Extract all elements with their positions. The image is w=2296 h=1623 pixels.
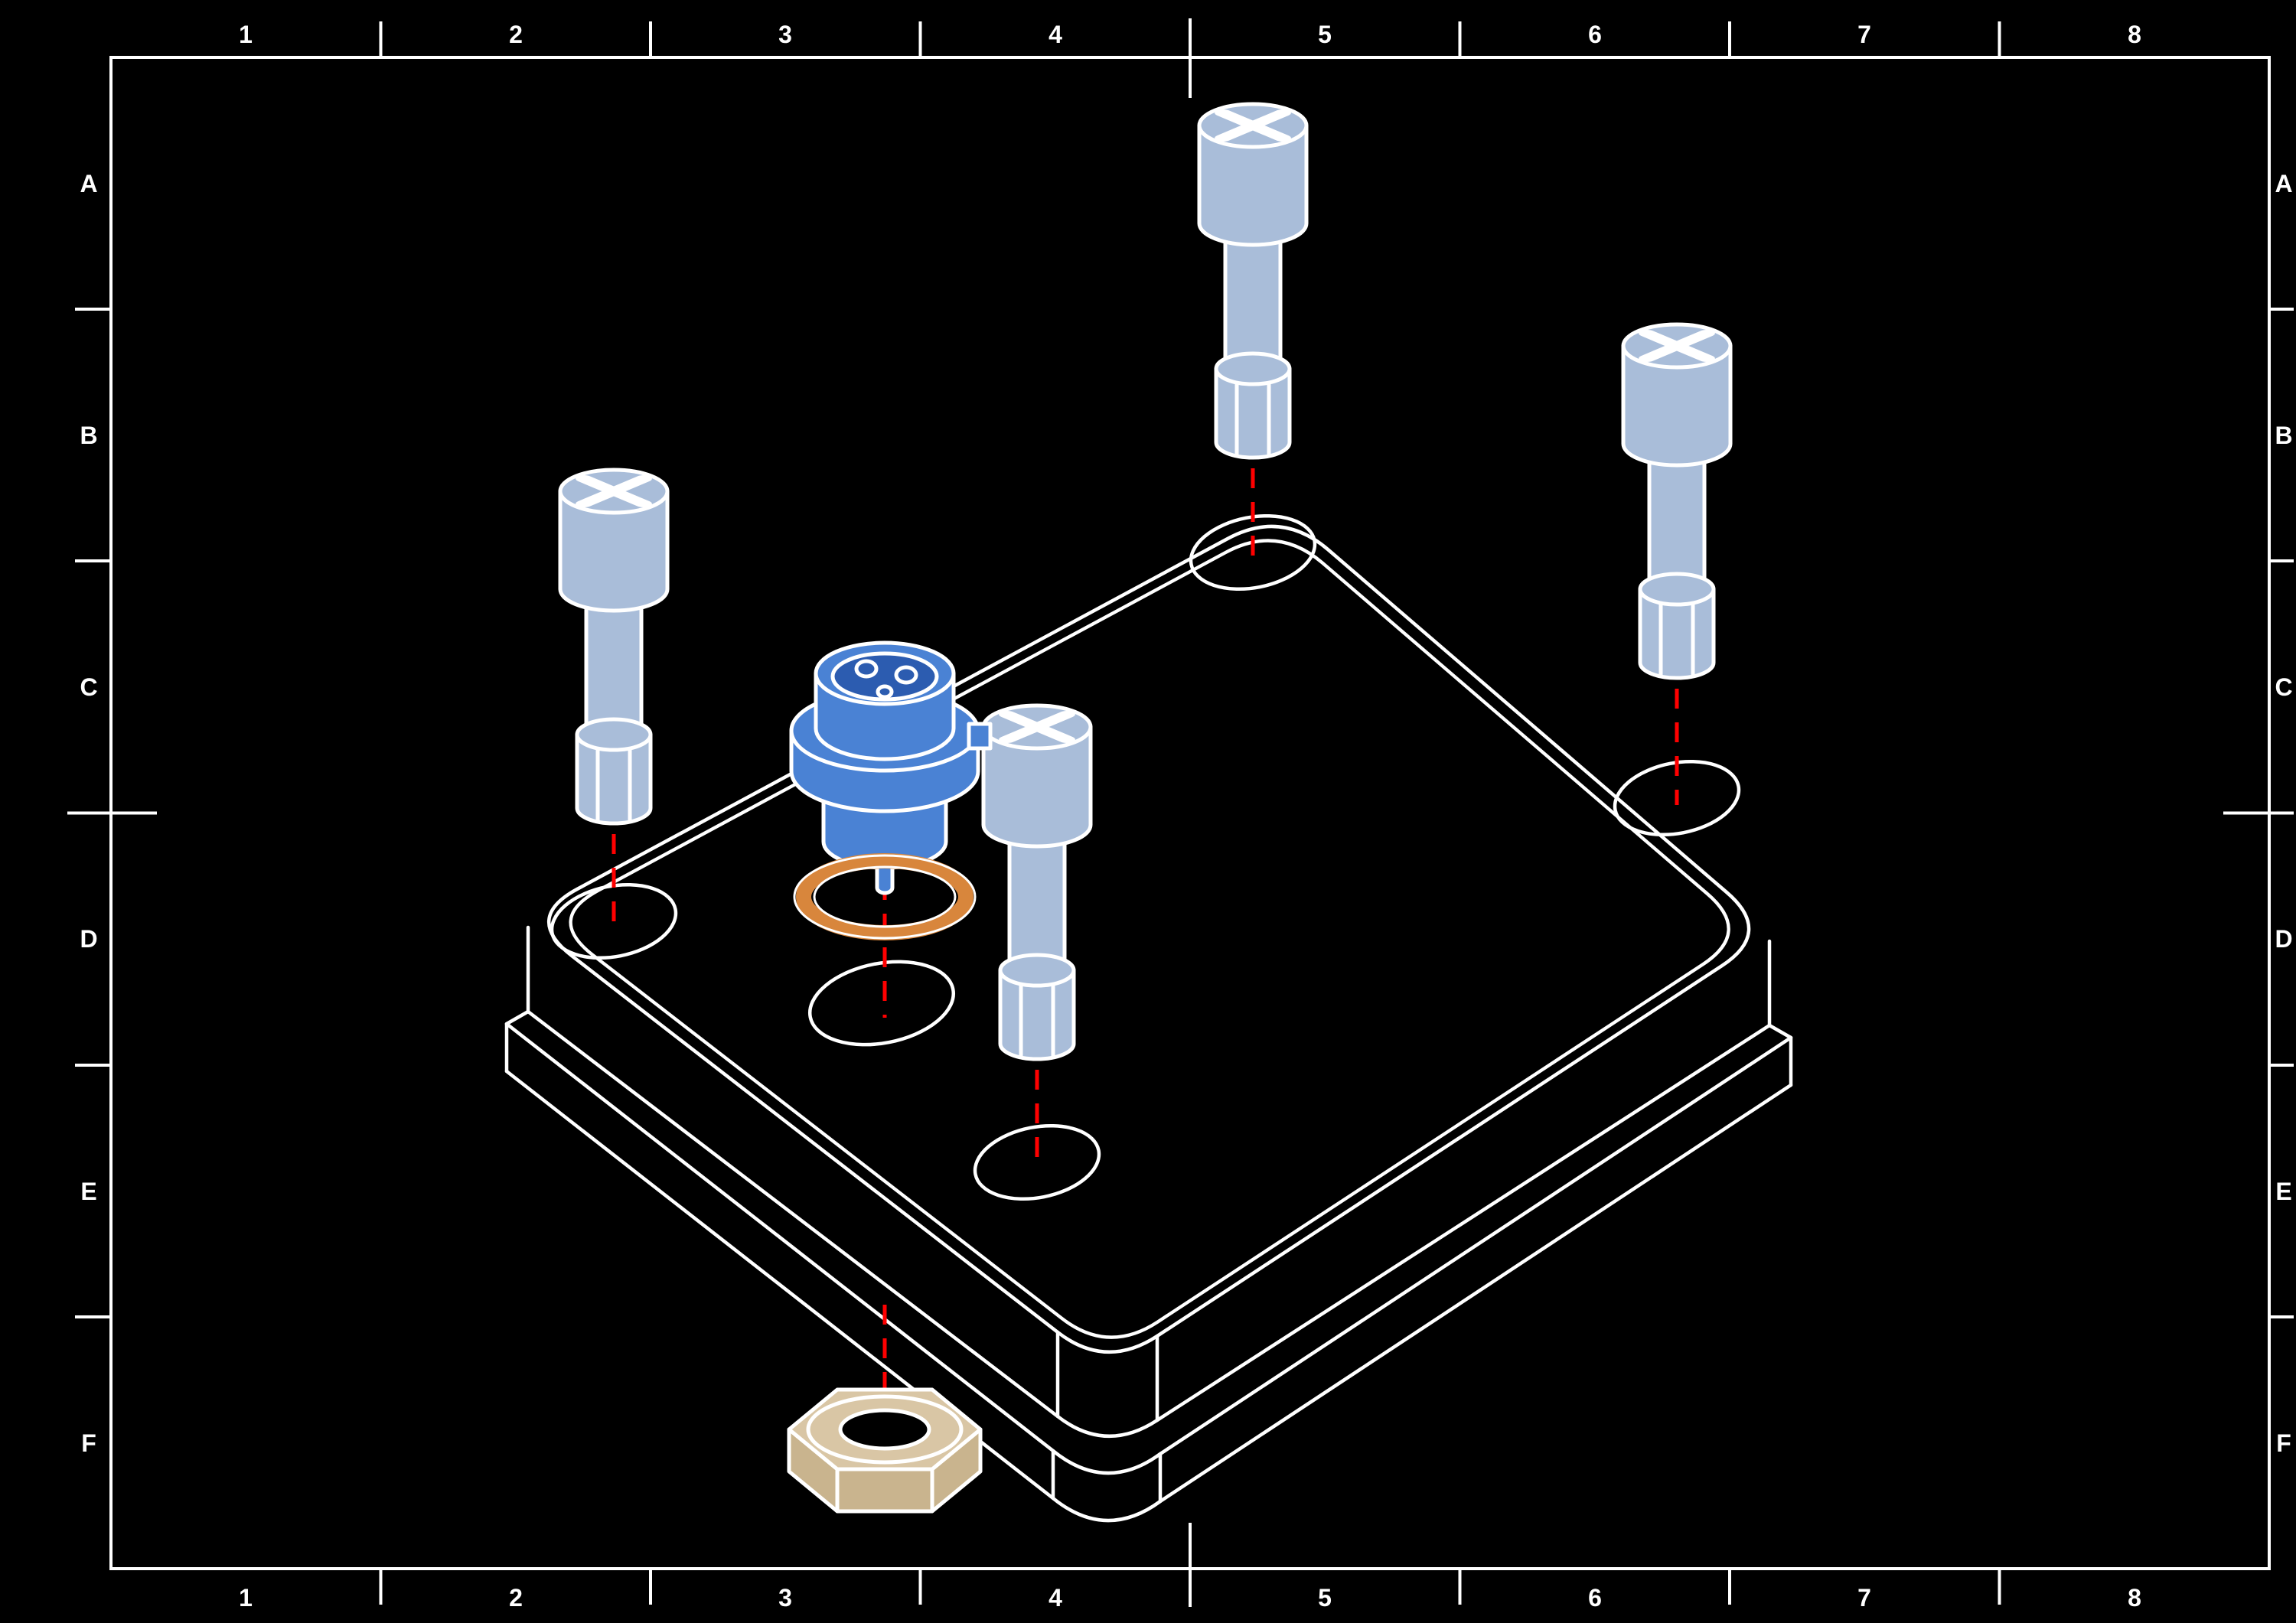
mounting-hole-front: [973, 1123, 1101, 1201]
zone-row-label: A: [2275, 170, 2292, 197]
zone-col-label: 3: [778, 21, 792, 48]
screw-right-icon: [1617, 321, 1737, 678]
border-rect: [109, 56, 2271, 1570]
zone-row-label: F: [2276, 1429, 2291, 1457]
zone-row-label: A: [80, 170, 97, 197]
zone-col-label: 8: [2128, 21, 2141, 48]
enclosure-top-lip: [571, 541, 1729, 1338]
cap-screws: [554, 100, 1737, 1059]
screw-left-icon: [554, 466, 673, 823]
zone-col-label: 1: [239, 21, 253, 48]
zone-ticks-left: [75, 308, 111, 1318]
connector-key-tab: [875, 861, 895, 895]
enclosure-wall-bottom: [526, 1009, 1772, 1439]
connector-pin-2-icon: [894, 665, 918, 685]
nut-facet-front: [835, 1467, 934, 1514]
assembly-centerlines: [612, 468, 1679, 1423]
enclosure-flange-bottom: [504, 1069, 1793, 1523]
o-ring-icon: [793, 853, 977, 940]
zone-col-label: 5: [1318, 21, 1332, 48]
zone-col-label: 2: [509, 21, 523, 48]
zone-col-label: 6: [1588, 1584, 1602, 1612]
zone-col-label: 7: [1857, 1584, 1871, 1612]
zone-row-label: D: [80, 925, 97, 953]
zone-row-label: E: [2275, 1178, 2291, 1205]
zone-col-label: 5: [1318, 1584, 1332, 1612]
nut-thread-hole: [838, 1408, 931, 1451]
zone-row-label: C: [2275, 673, 2292, 701]
o-ring-inner-edge: [813, 865, 957, 928]
zone-row-label: E: [80, 1178, 96, 1205]
connector-flange-lug: [967, 722, 993, 751]
mounting-hole-right: [1613, 759, 1741, 837]
zone-col-label: 4: [1049, 1584, 1062, 1612]
zone-labels: 1 2 3 4 5 6 7 8 1 2 3 4 5 6 7 8 A B C D …: [80, 21, 2292, 1612]
zone-col-label: 3: [778, 1584, 792, 1612]
screw-top-icon: [1193, 100, 1313, 458]
enclosure-flange-top: [504, 1022, 1793, 1475]
o-ring-outer-edge: [793, 854, 977, 940]
enclosure-top-face: [547, 524, 1751, 1354]
zone-row-label: F: [81, 1429, 96, 1457]
zone-ticks-right: [2269, 308, 2294, 1318]
hex-nut-icon: [787, 1387, 983, 1514]
zone-col-label: 8: [2128, 1584, 2141, 1612]
zone-col-label: 6: [1588, 21, 1602, 48]
zone-ticks-top: [379, 21, 2001, 57]
o-ring-body: [796, 853, 974, 940]
connector-pin-3-icon: [876, 684, 894, 699]
connector-pin-1-icon: [854, 659, 879, 679]
zone-ticks-bottom: [379, 1569, 2001, 1605]
enclosure-box-outline: [504, 524, 1793, 1523]
zone-col-label: 1: [239, 1584, 253, 1612]
nut-chamfer-circle: [806, 1394, 964, 1465]
zone-row-label: B: [2275, 422, 2292, 449]
screw-front-icon: [977, 702, 1097, 1059]
mounting-hole-left: [550, 882, 678, 960]
zone-row-label: B: [80, 422, 97, 449]
title-frame: [67, 18, 2294, 1607]
enclosure-wall-edges: [526, 925, 1772, 1423]
circular-connector-icon: [789, 640, 993, 895]
zone-col-label: 4: [1049, 21, 1062, 48]
zone-col-label: 2: [509, 1584, 523, 1612]
centre-marks: [67, 18, 2294, 1607]
zone-row-label: D: [2275, 925, 2292, 953]
zone-row-label: C: [80, 673, 97, 701]
mounting-hole-top: [1189, 513, 1317, 592]
connector-hole: [807, 960, 956, 1047]
enclosure-step: [504, 1009, 1793, 1040]
enclosure-holes: [550, 513, 1741, 1201]
zone-col-label: 7: [1857, 21, 1871, 48]
enclosure-flange-edges: [504, 1022, 1793, 1504]
